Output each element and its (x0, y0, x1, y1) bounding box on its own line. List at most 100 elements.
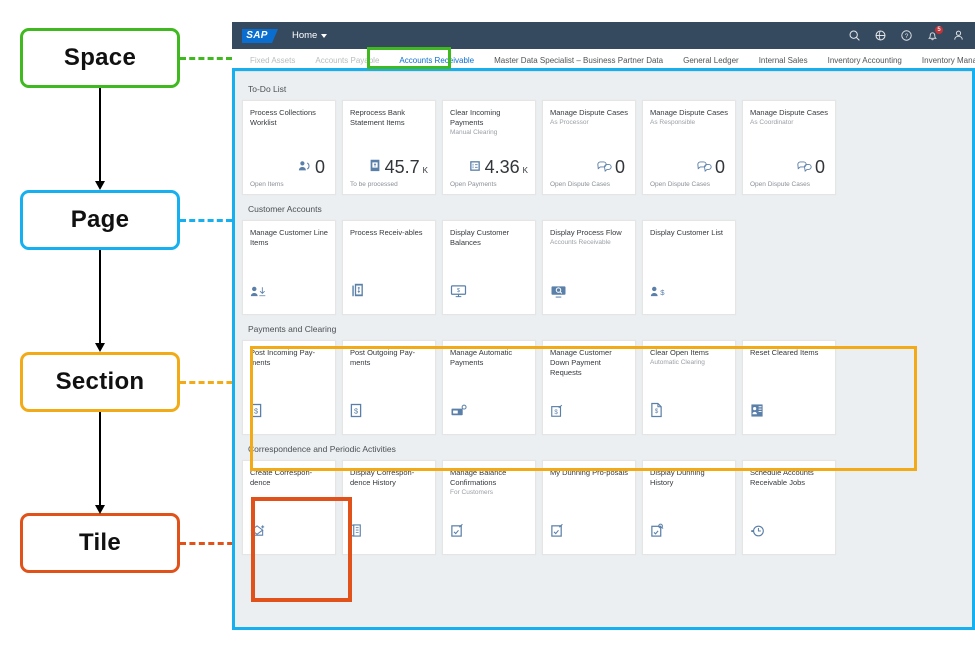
tile-icon-area: $ (650, 367, 728, 425)
tile-subtitle: Accounts Receivable (550, 238, 611, 246)
dunning-history-icon (650, 523, 664, 543)
tile-post-outgoing-payments[interactable]: Post Outgoing Pay-ments $ (342, 340, 436, 435)
customer-line-items-icon (250, 285, 267, 303)
tile-title: Process Receiv-ables (350, 228, 423, 237)
kpi: 0 (797, 158, 828, 176)
balance-confirmation-icon (450, 523, 464, 543)
arrow-section-to-tile (95, 412, 105, 514)
tile-icon-area: $ (450, 249, 528, 306)
tile-title: Display Correspon-dence History (350, 468, 415, 487)
tile-display-customer-list[interactable]: Display Customer List $ (642, 220, 736, 315)
section-customer-accounts: Customer Accounts Manage Customer Line I… (242, 204, 965, 315)
tile-subtitle: As Responsible (650, 118, 696, 126)
tile-schedule-accounts-receivable-jobs[interactable]: Schedule Accounts Receivable Jobs (742, 460, 836, 555)
tile-footer: Open Dispute Cases (550, 181, 610, 188)
tab-general-ledger[interactable]: General Ledger (683, 55, 739, 65)
fiori-launchpad: SAP Home ? 5 Fixed Assets (232, 22, 975, 630)
help-icon[interactable]: ? (900, 29, 913, 42)
chevron-down-icon (321, 33, 328, 38)
svg-text:?: ? (905, 33, 909, 40)
tile-title: Display Customer List (650, 228, 723, 237)
svg-text:$: $ (457, 288, 461, 294)
tile-icon-area: $ (550, 378, 628, 425)
tile-manage-dispute-cases-responsible[interactable]: Manage Dispute Cases As Responsible 0 Op… (642, 100, 736, 195)
tile-display-customer-balances[interactable]: Display Customer Balances $ (442, 220, 536, 315)
section-title: Correspondence and Periodic Activities (248, 444, 396, 454)
tile-reset-cleared-items[interactable]: Reset Cleared Items (742, 340, 836, 435)
sap-logo: SAP (242, 28, 278, 43)
tile-title: Post Outgoing Pay-ments (350, 348, 416, 367)
kpi: 4.36 K (468, 158, 528, 176)
tile-kpi-area: 45.7 K (350, 129, 428, 179)
kpi-unit: K (422, 166, 428, 175)
tab-fixed-assets[interactable]: Fixed Assets (250, 55, 296, 65)
reset-cleared-icon (750, 403, 764, 423)
tile-kpi-area: 0 (250, 129, 328, 179)
tab-master-data-specialist[interactable]: Master Data Specialist – Business Partne… (494, 55, 664, 65)
tab-inventory-management[interactable]: Inventory Management (921, 55, 975, 65)
annotation-box-section: Section (20, 352, 180, 412)
notification-badge: 5 (935, 26, 943, 34)
tile-display-process-flow[interactable]: Display Process Flow Accounts Receivable (542, 220, 636, 315)
tile-footer: Open Payments (450, 181, 497, 188)
globe-icon[interactable] (874, 29, 887, 42)
tile-title: Manage Dispute Cases (550, 108, 628, 117)
tile-kpi-area: 0 (650, 127, 728, 178)
section-title: Payments and Clearing (248, 324, 337, 334)
tile-display-correspondence-history[interactable]: Display Correspon-dence History (342, 460, 436, 555)
home-menu-button[interactable]: Home (292, 30, 328, 41)
tile-icon-area (450, 497, 528, 545)
tile-manage-dispute-cases-coordinator[interactable]: Manage Dispute Cases As Coordinator 0 Op… (742, 100, 836, 195)
header-icon-group: ? 5 (848, 26, 965, 42)
notifications-icon[interactable]: 5 (926, 26, 943, 42)
search-icon[interactable] (848, 29, 861, 42)
tile-display-dunning-history[interactable]: Display Dunning History (642, 460, 736, 555)
tab-internal-sales[interactable]: Internal Sales (758, 55, 808, 65)
arrow-page-to-section (95, 250, 105, 352)
annotation-box-space: Space (20, 28, 180, 88)
money-bill-icon: $ (350, 403, 362, 423)
arrow-space-to-page (95, 88, 105, 190)
tile-footer: Open Items (250, 181, 284, 188)
tile-create-correspondence[interactable]: Create Correspon-dence (242, 460, 336, 555)
tab-inventory-accounting[interactable]: Inventory Accounting (827, 55, 902, 65)
tile-clear-open-items[interactable]: Clear Open Items Automatic Clearing $ (642, 340, 736, 435)
tile-icon-area (750, 489, 828, 546)
tile-title: Reset Cleared Items (750, 348, 819, 357)
kpi-unit: K (522, 166, 528, 175)
dispute-icon (697, 160, 712, 173)
kpi: 0 (298, 158, 328, 176)
tile-manage-automatic-payments[interactable]: Manage Automatic Payments (442, 340, 536, 435)
tile-manage-customer-down-payment-requests[interactable]: Manage Customer Down Payment Requests $ (542, 340, 636, 435)
tile-post-incoming-payments[interactable]: Post Incoming Pay-ments $ (242, 340, 336, 435)
tile-manage-customer-line-items[interactable]: Manage Customer Line Items (242, 220, 336, 315)
tile-process-collections-worklist[interactable]: Process Collections Worklist 0 Open Item… (242, 100, 336, 195)
svg-text:$: $ (354, 406, 358, 415)
tile-manage-balance-confirmations[interactable]: Manage Balance Confirmations For Custome… (442, 460, 536, 555)
annotation-label-section: Section (55, 368, 145, 395)
tile-clear-incoming-payments[interactable]: Clear Incoming Payments Manual Clearing … (442, 100, 536, 195)
tile-manage-dispute-cases-processor[interactable]: Manage Dispute Cases As Processor 0 Open… (542, 100, 636, 195)
dunning-proposal-icon (550, 523, 564, 543)
tile-title: Manage Customer Down Payment Requests (550, 348, 612, 377)
dispute-icon (597, 160, 612, 173)
shell-header: SAP Home ? 5 (232, 22, 975, 49)
checklist-icon (468, 159, 482, 173)
tile-row: Create Correspon-dence Display Correspon… (242, 460, 965, 555)
tile-reprocess-bank-statement-items[interactable]: Reprocess Bank Statement Items 45.7 K To… (342, 100, 436, 195)
tile-footer: Open Dispute Cases (750, 181, 810, 188)
kpi: 0 (597, 158, 628, 176)
kpi-value: 45.7 (384, 157, 420, 177)
tile-my-dunning-proposals[interactable]: My Dunning Pro-posals (542, 460, 636, 555)
svg-text:$: $ (554, 409, 558, 416)
tab-accounts-payable[interactable]: Accounts Payable (315, 55, 380, 65)
tile-footer: To be processed (350, 181, 398, 188)
tile-icon-area: $ (350, 369, 428, 426)
section-title: To-Do List (248, 84, 287, 94)
automatic-payment-icon (450, 404, 467, 423)
tab-accounts-receivable[interactable]: Accounts Receivable (399, 55, 475, 65)
tile-process-receivables[interactable]: Process Receiv-ables (342, 220, 436, 315)
annotation-label-space: Space (63, 44, 137, 71)
user-icon[interactable] (952, 29, 965, 42)
connector-section (180, 381, 251, 384)
